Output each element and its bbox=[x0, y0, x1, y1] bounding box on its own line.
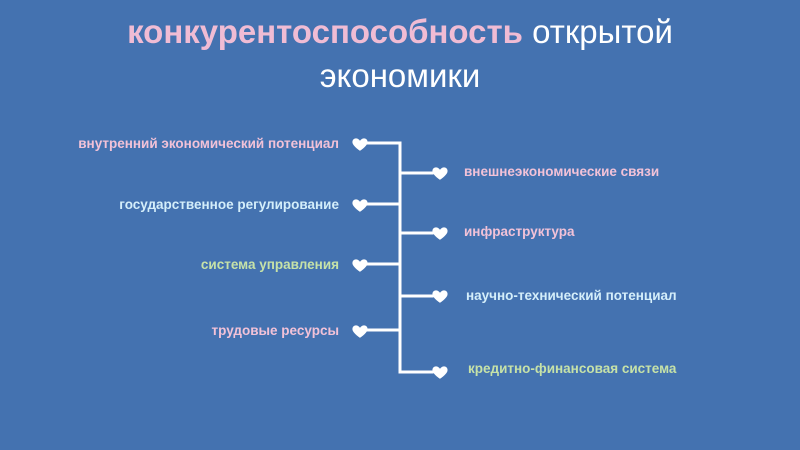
heart-icon bbox=[431, 164, 449, 182]
right-item-1: внешнеэкономические связи bbox=[464, 164, 660, 179]
left-item-1: внутренний экономический потенциал bbox=[78, 136, 339, 151]
heart-icon bbox=[351, 322, 369, 340]
heart-icon bbox=[351, 256, 369, 274]
heart-icon bbox=[351, 135, 369, 153]
title-accent: конкурентоспособность bbox=[127, 13, 523, 50]
heart-icon bbox=[431, 287, 449, 305]
heart-icon bbox=[431, 363, 449, 381]
left-item-2: государственное регулирование bbox=[119, 197, 339, 212]
left-item-4: трудовые ресурсы bbox=[211, 323, 339, 338]
title-line2: экономики bbox=[319, 57, 481, 94]
right-item-4: кредитно-финансовая система bbox=[468, 361, 677, 376]
heart-icon bbox=[351, 196, 369, 214]
right-item-2: инфраструктура bbox=[464, 224, 575, 239]
right-item-3: научно-технический потенциал bbox=[466, 288, 677, 303]
page-title: конкурентоспособность открытой экономики bbox=[0, 10, 800, 98]
left-item-3: система управления bbox=[200, 257, 339, 272]
heart-icon bbox=[431, 224, 449, 242]
title-rest: открытой bbox=[522, 13, 673, 50]
